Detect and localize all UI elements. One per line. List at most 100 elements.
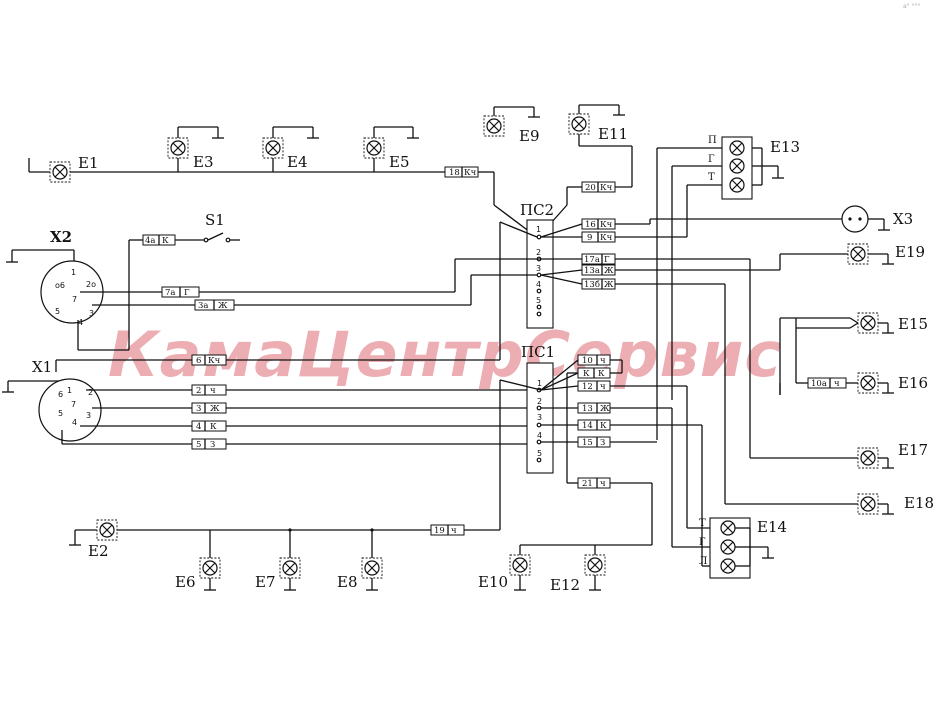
label-e4: E4 bbox=[287, 153, 308, 171]
svg-text:7: 7 bbox=[72, 295, 77, 304]
svg-text:5: 5 bbox=[196, 440, 201, 450]
lamp-e1 bbox=[49, 161, 71, 183]
svg-text:2: 2 bbox=[88, 388, 93, 397]
svg-text:Кч: Кч bbox=[600, 233, 613, 243]
svg-text:4: 4 bbox=[72, 418, 77, 427]
svg-text:13а: 13а bbox=[584, 266, 600, 276]
label-x1: X1 bbox=[32, 358, 52, 376]
svg-text:7а: 7а bbox=[165, 288, 175, 298]
wire-tag-12: 12 ч bbox=[577, 380, 611, 392]
svg-text:Ж: Ж bbox=[210, 404, 220, 414]
connector-x2: 1 2о о6 7 5 3 4 bbox=[6, 239, 537, 351]
svg-text:13б: 13б bbox=[584, 279, 600, 290]
lamp-e16 bbox=[857, 372, 894, 394]
wire-tag-4: 4 К bbox=[191, 420, 227, 432]
svg-text:Кч: Кч bbox=[208, 356, 221, 366]
svg-text:К: К bbox=[598, 369, 605, 379]
svg-text:1: 1 bbox=[67, 386, 72, 395]
wire-tag-k: К К bbox=[577, 367, 611, 379]
wire-tag-15: 15 З bbox=[577, 436, 611, 448]
wire-tag-10: 10 ч bbox=[577, 354, 611, 366]
wire-tag-9: 9 Кч bbox=[581, 231, 616, 243]
lamp-e4 bbox=[262, 126, 319, 172]
svg-text:4: 4 bbox=[536, 280, 541, 289]
label-ps2: ПС2 bbox=[520, 201, 554, 219]
wire-tag-20: 20 Кч bbox=[581, 181, 616, 193]
label-e6: E6 bbox=[175, 573, 196, 591]
socket-x3 bbox=[841, 205, 890, 233]
label-x2: X2 bbox=[50, 228, 72, 246]
lamp-e3 bbox=[167, 126, 224, 172]
lamp-e12 bbox=[584, 554, 606, 591]
svg-text:Кч: Кч bbox=[464, 168, 477, 178]
svg-text:10а: 10а bbox=[811, 379, 827, 389]
wire-tag-3a: 3а Ж bbox=[194, 299, 235, 311]
label-e19: E19 bbox=[895, 243, 925, 261]
svg-text:К: К bbox=[583, 369, 590, 379]
label-e17: E17 bbox=[898, 441, 928, 459]
svg-text:5: 5 bbox=[537, 449, 542, 458]
svg-text:Ж: Ж bbox=[218, 301, 228, 311]
label-e8: E8 bbox=[337, 573, 358, 591]
svg-text:2: 2 bbox=[196, 386, 201, 396]
svg-text:12: 12 bbox=[582, 382, 593, 392]
label-e9: E9 bbox=[519, 127, 540, 145]
wire-tag-19: 19 ч bbox=[430, 524, 465, 536]
svg-text:ч: ч bbox=[600, 479, 606, 489]
svg-text:ч: ч bbox=[600, 356, 606, 366]
lamp-block-e14: Т Г Л bbox=[699, 517, 774, 579]
lamp-e19 bbox=[847, 243, 894, 265]
svg-text:4а: 4а bbox=[145, 236, 155, 246]
wire-tag-17a: 17а Г bbox=[581, 253, 616, 265]
svg-text:17а: 17а bbox=[584, 255, 600, 265]
svg-text:3а: 3а bbox=[198, 301, 208, 311]
svg-text:14: 14 bbox=[582, 421, 593, 431]
lamp-block-e13: П Г Т bbox=[656, 135, 784, 440]
svg-text:7: 7 bbox=[71, 400, 76, 409]
label-e10: E10 bbox=[478, 573, 508, 591]
svg-text:К: К bbox=[600, 421, 607, 431]
svg-text:Т: Т bbox=[708, 172, 715, 183]
label-e12: E12 bbox=[550, 576, 580, 594]
wire-tag-4a: 4а К bbox=[142, 234, 176, 246]
label-ps1: ПС1 bbox=[521, 343, 555, 361]
svg-text:20: 20 bbox=[585, 183, 596, 193]
svg-text:ч: ч bbox=[451, 526, 457, 536]
label-e7: E7 bbox=[255, 573, 276, 591]
svg-text:1: 1 bbox=[536, 225, 541, 234]
svg-text:13: 13 bbox=[582, 404, 593, 414]
connector-x1: 1 6 2 7 5 3 4 bbox=[2, 221, 538, 445]
svg-text:19: 19 bbox=[434, 526, 445, 536]
svg-text:Г: Г bbox=[708, 154, 715, 165]
label-e15: E15 bbox=[898, 315, 928, 333]
lamp-e17 bbox=[857, 447, 894, 469]
ps1-wires bbox=[464, 359, 710, 567]
top-bus bbox=[28, 158, 531, 233]
label-e13: E13 bbox=[770, 138, 800, 156]
svg-text:3: 3 bbox=[536, 264, 541, 273]
label-e3: E3 bbox=[193, 153, 214, 171]
wire-tag-5: 5 З bbox=[191, 438, 227, 450]
svg-text:2: 2 bbox=[536, 248, 541, 257]
svg-text:Г: Г bbox=[699, 537, 706, 548]
svg-text:ч: ч bbox=[210, 386, 216, 396]
lamp-e5 bbox=[363, 126, 419, 172]
svg-text:5: 5 bbox=[55, 307, 60, 316]
svg-text:Л: Л bbox=[699, 556, 707, 567]
lamp-e9 bbox=[483, 106, 540, 137]
lamp-e11 bbox=[542, 104, 633, 233]
switch-ps1 bbox=[526, 362, 554, 474]
switch-s1 bbox=[203, 232, 240, 243]
svg-text:2: 2 bbox=[537, 397, 542, 406]
svg-text:ч: ч bbox=[600, 382, 606, 392]
svg-text:5: 5 bbox=[58, 409, 63, 418]
wire-tag-13a: 13а Ж bbox=[581, 264, 616, 276]
e15-e16-branch bbox=[749, 259, 858, 459]
bottom-bus bbox=[69, 528, 431, 546]
svg-text:З: З bbox=[210, 440, 215, 450]
svg-text:П: П bbox=[708, 135, 717, 146]
svg-text:о6: о6 bbox=[55, 281, 65, 290]
wire-tag-13b: 13б Ж bbox=[581, 278, 616, 290]
svg-text:К: К bbox=[210, 422, 217, 432]
